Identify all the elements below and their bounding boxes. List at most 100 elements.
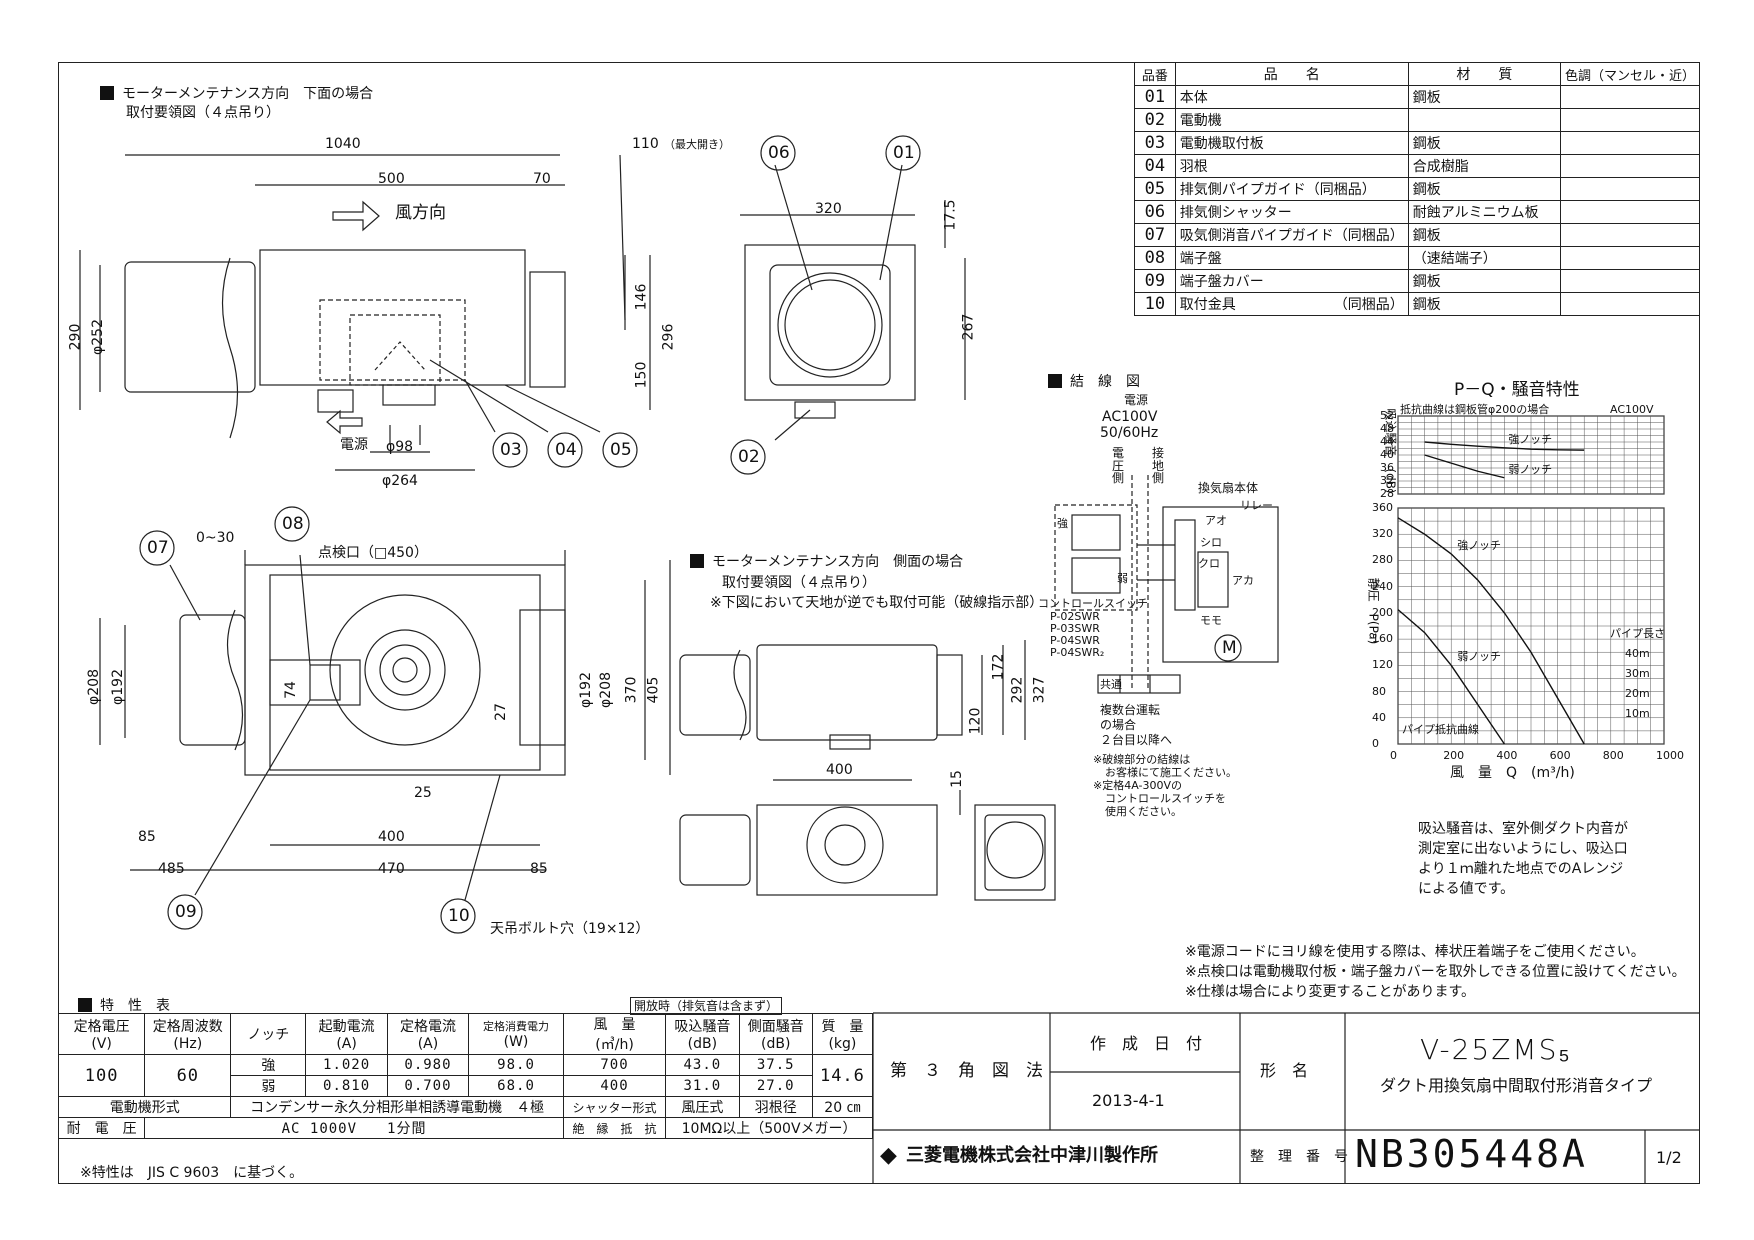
dim-208b: φ208 (597, 672, 614, 708)
spec-insulation-label: 絶 縁 抵 抗 (562, 1117, 667, 1139)
spec-withstand: AC 1000V 1分間 (144, 1117, 564, 1139)
dim-85a: 85 (138, 829, 156, 845)
noise-note-3: より１ｍ離れた地点でのAレンジ (1418, 861, 1624, 877)
spec-start-strong: 1.020 (305, 1054, 388, 1076)
wiring-multi-3: ２台目以降へ (1100, 733, 1173, 747)
parts-name-text: 電動機 (1179, 113, 1222, 129)
spec-flow-strong: 700 (562, 1054, 667, 1076)
wiring-switch-model-4: P-04SWR₂ (1050, 646, 1105, 659)
pressure-y-tick-label: 80 (1372, 684, 1386, 698)
noise-note-4: による値です。 (1418, 881, 1515, 897)
spec-start-weak: 0.810 (305, 1075, 388, 1097)
general-note-1: ※電源コードにヨリ線を使用する際は、棒状圧着端子をご使用ください。 (1185, 944, 1645, 960)
callout-01: 01 (893, 143, 915, 163)
dim-327: 327 (1031, 676, 1048, 704)
noise-y-tick-label: 48 (1380, 422, 1394, 435)
wiring-kuro: クロ (1198, 557, 1220, 570)
spec-side-weak: 27.0 (738, 1075, 813, 1097)
parts-name: 吸気側消音パイプガイド（同梱品） (1174, 223, 1409, 247)
pressure-y-tick-label: 160 (1372, 632, 1393, 646)
spec-h-suction: 吸込騒音(dB) (665, 1013, 740, 1055)
spec-h-start-top: 起動電流 (318, 1019, 375, 1035)
dim-292: 292 (1009, 676, 1026, 704)
noise-series-label: 弱ノッチ (1508, 462, 1553, 476)
pq-series-line (1397, 609, 1505, 745)
noise-note-1: 吸込騒音は、室外側ダクト内音が (1418, 821, 1628, 837)
parts-material: 鋼板 (1407, 269, 1561, 293)
pressure-y-tick-label: 280 (1372, 553, 1393, 567)
spec-h-mass: 質 量(kg) (811, 1013, 874, 1055)
parts-color (1559, 85, 1701, 109)
model-value: V-25ZMS₅ (1420, 1033, 1572, 1066)
pressure-y-tick-label: 240 (1372, 579, 1393, 593)
callout-10: 10 (448, 906, 470, 926)
parts-header-name: 品 名 (1174, 62, 1409, 86)
spec-insulation: 10MΩ以上（500Vメガー） (665, 1117, 873, 1139)
noise-series-label: 強ノッチ (1508, 432, 1553, 446)
parts-color (1559, 292, 1701, 316)
pq-series-line (1397, 517, 1585, 745)
parts-name: 端子盤 (1174, 246, 1409, 270)
parts-no: 08 (1134, 246, 1176, 270)
wiring-relay: リレー (1240, 499, 1273, 512)
dim-150: 150 (633, 361, 650, 389)
x-tick-label: 0 (1390, 749, 1397, 762)
noise-y-tick-label: 40 (1380, 448, 1394, 461)
chart-xlabel: 風 量 Q (m³/h) (1450, 765, 1575, 781)
parts-material: 鋼板 (1407, 85, 1561, 109)
spec-power-strong: 98.0 (468, 1054, 564, 1076)
parts-no: 09 (1134, 269, 1176, 293)
dim-27: 27 (492, 703, 509, 721)
spec-h-frequency: 定格周波数(Hz) (144, 1013, 232, 1055)
spec-h-mass-unit: (kg) (828, 1036, 857, 1052)
spec-h-voltage-unit: (V) (91, 1036, 112, 1052)
dim-470: 470 (378, 861, 405, 877)
wiring-power: 電源 (1124, 393, 1149, 407)
pressure-y-tick-label: 200 (1372, 605, 1393, 619)
pressure-y-tick-label: 320 (1372, 527, 1393, 541)
parts-material: 合成樹脂 (1407, 154, 1561, 178)
pq-series-label: 弱ノッチ (1457, 650, 1501, 664)
chart-title: P－Q・騒音特性 (1454, 380, 1580, 400)
spec-h-voltage-top: 定格電圧 (73, 1019, 130, 1035)
model-description: ダクト用換気扇中間取付形消音タイプ (1380, 1076, 1653, 1095)
wiring-momo: モモ (1200, 614, 1222, 627)
view1-title: モーターメンテナンス方向 下面の場合 (100, 86, 373, 101)
wiring-switch-model-2: P-03SWR (1050, 622, 1100, 635)
dim-110-note: （最大開き） (664, 138, 730, 151)
dim-500: 500 (378, 171, 405, 187)
side-view-drawing (730, 135, 966, 475)
spec-h-side: 側面騒音(dB) (738, 1013, 813, 1055)
spec-h-voltage: 定格電圧(V) (57, 1013, 146, 1055)
view1-title-text: モーターメンテナンス方向 下面の場合 (122, 86, 374, 102)
pq-series-label: 強ノッチ (1457, 538, 1501, 552)
dim-400b: 400 (826, 762, 853, 778)
parts-header-no: 品番 (1134, 62, 1176, 86)
parts-no: 10 (1134, 292, 1176, 316)
dim-296: 296 (660, 323, 677, 351)
wiring-multi-1: 複数台運転 (1100, 703, 1161, 717)
callout-09: 09 (175, 902, 197, 922)
parts-no: 05 (1134, 177, 1176, 201)
wiring-note-5: 使用ください。 (1105, 805, 1182, 818)
spec-h-notch: ノッチ (230, 1013, 307, 1055)
spec-h-side-unit: (dB) (760, 1036, 791, 1052)
noise-y-tick-label: 44 (1380, 435, 1394, 448)
callout-07: 07 (147, 538, 169, 558)
company-name: 三菱電機株式会社中津川製作所 (906, 1145, 1158, 1166)
section-marker (690, 554, 704, 568)
dim-400: 400 (378, 829, 405, 845)
wiring-ao: アオ (1205, 514, 1227, 527)
spec-withstand-label: 耐 電 圧 (57, 1117, 146, 1139)
dim-172: 172 (990, 653, 1007, 681)
spec-h-suction-unit: (dB) (687, 1036, 718, 1052)
parts-material: 鋼板 (1407, 223, 1561, 247)
chart-pipe-curve: パイプ抵抗曲線 (1402, 723, 1479, 736)
view3-title-text: モーターメンテナンス方向 側面の場合 (712, 554, 964, 570)
